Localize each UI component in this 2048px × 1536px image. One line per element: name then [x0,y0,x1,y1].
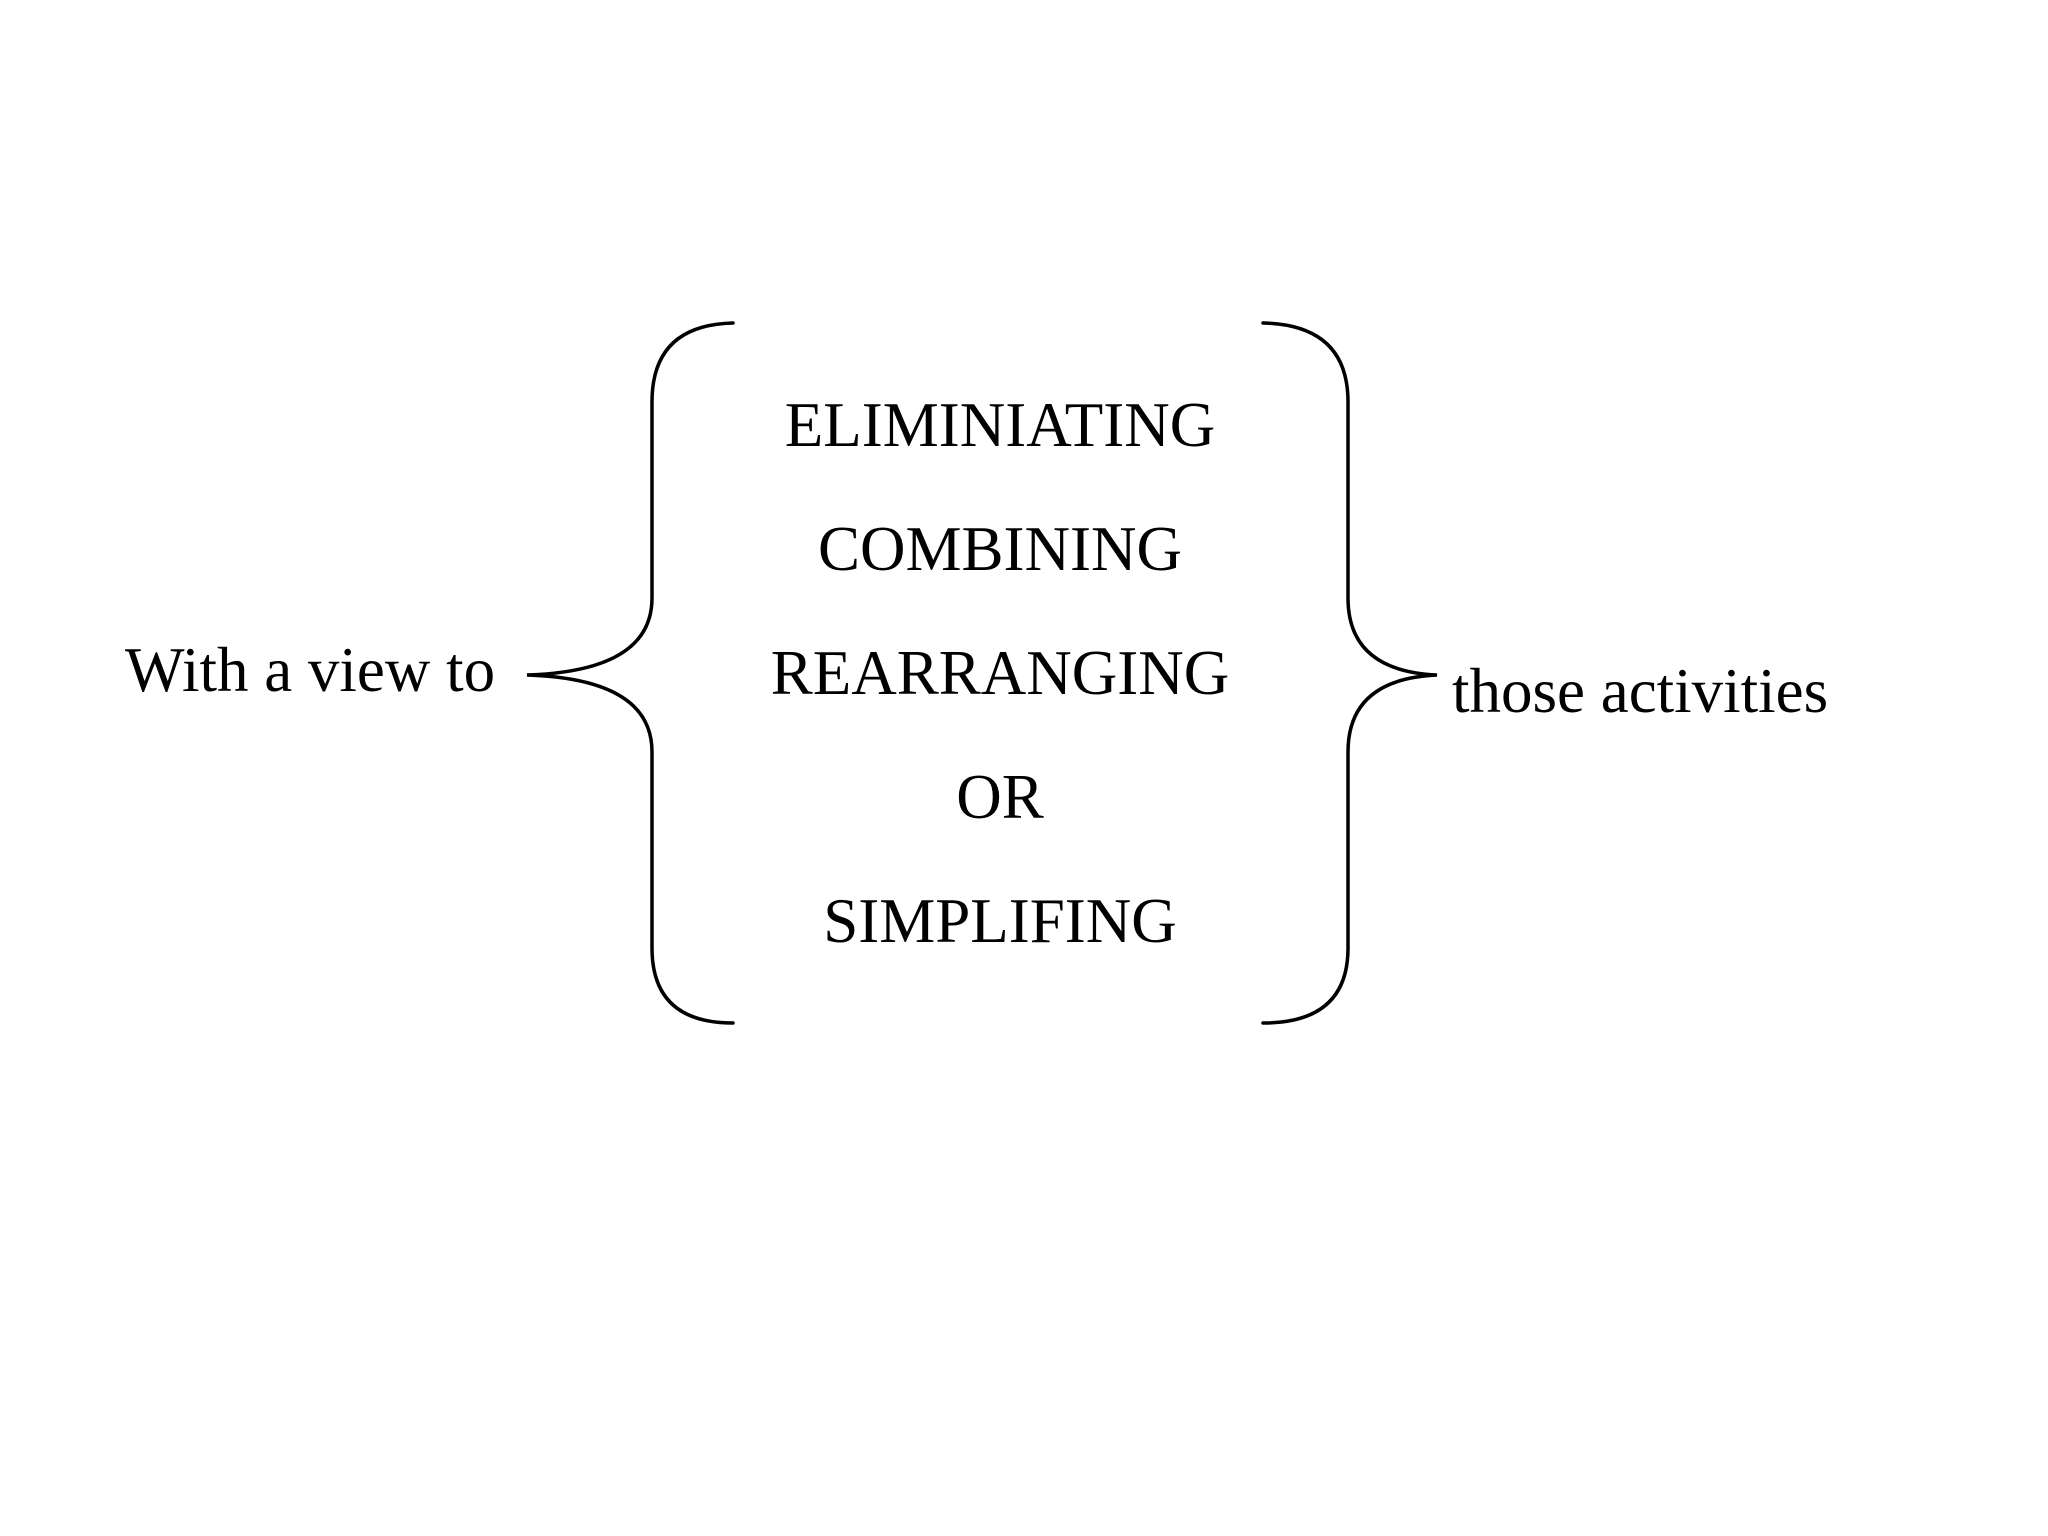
list-item: ELIMINIATING [784,389,1216,460]
list-item: COMBINING [817,513,1182,584]
activities-list: ELIMINIATING COMBINING REARRANGING OR SI… [700,363,1300,983]
list-item: SIMPLIFING [823,885,1177,956]
list-item: OR [956,761,1044,832]
right-label: those activities [1452,656,1829,726]
left-label: With a view to [125,635,496,705]
list-item: REARRANGING [770,637,1230,708]
